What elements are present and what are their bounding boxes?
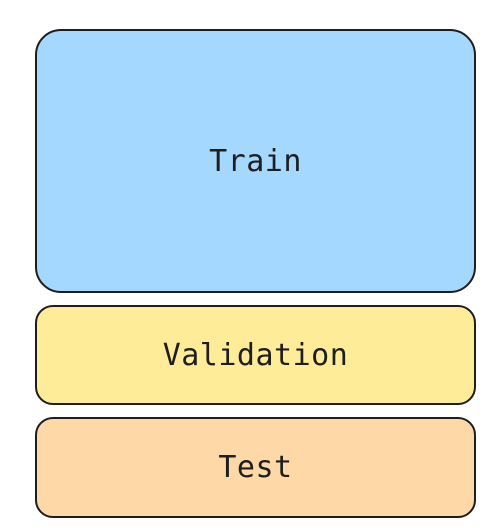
test-label: Test bbox=[218, 450, 293, 485]
train-label: Train bbox=[209, 143, 302, 179]
test-block: Test bbox=[35, 417, 476, 518]
train-block: Train bbox=[35, 29, 476, 293]
validation-block: Validation bbox=[35, 305, 476, 405]
validation-label: Validation bbox=[162, 337, 349, 373]
